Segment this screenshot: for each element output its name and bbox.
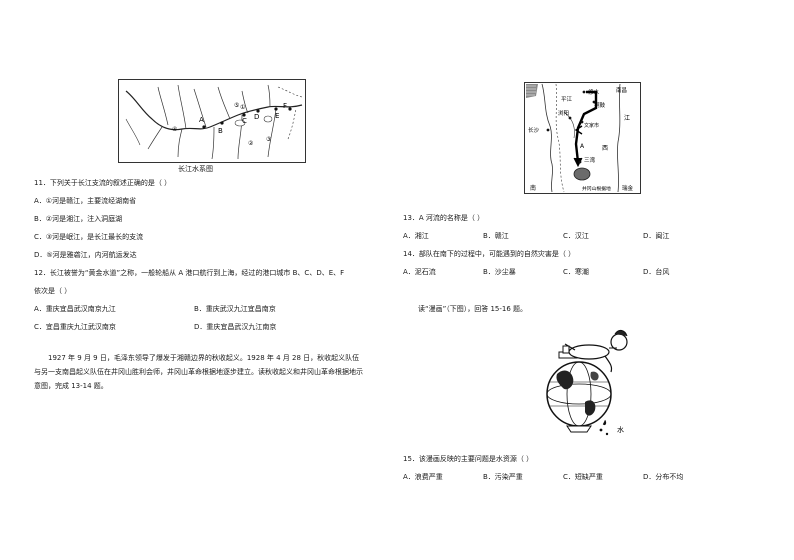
q12-option-b: B．重庆武汉九江宜昌南京 bbox=[194, 305, 276, 313]
q15-stem: 15．该漫画反映的主要问题是水资源（ ） bbox=[403, 455, 534, 463]
q15-16-intro: 读“漫画”（下图），回答 15-16 题。 bbox=[418, 305, 528, 313]
map2-label-xi: 西 bbox=[602, 145, 608, 152]
q14-option-c: C．寒潮 bbox=[563, 268, 589, 276]
q14-stem: 14．部队在南下的过程中，可能遇到的自然灾害是（ ） bbox=[403, 250, 576, 258]
cartoon-water-label: 水 bbox=[617, 425, 624, 434]
map1-label-d: D bbox=[254, 113, 259, 121]
q12-option-d: D．重庆宜昌武汉九江南京 bbox=[194, 323, 277, 331]
map2-label-ruijin: 瑞金 bbox=[622, 184, 634, 192]
q13-option-c: C．汉江 bbox=[563, 232, 589, 240]
q12-stem: 12．长江被誉为“黄金水道”之称，一般轮船从 A 港口航行到上海，经过的港口城市… bbox=[34, 269, 345, 277]
map2-label-nanchang: 南昌 bbox=[616, 86, 627, 94]
q15-option-c: C．短缺严重 bbox=[563, 473, 603, 481]
q12-option-a: A．重庆宜昌武汉南京九江 bbox=[34, 305, 116, 313]
q14-option-d: D．台风 bbox=[643, 268, 670, 276]
map1-label-f: F bbox=[283, 102, 287, 110]
map2-label-pingjiang: 平江 bbox=[561, 96, 573, 103]
q13-14-intro: 1927 年 9 月 9 日，毛泽东领导了爆发于湘赣边界的秋收起义。1928 年… bbox=[34, 354, 363, 390]
q11-option-d: D．⑤河是雅砻江，内河航运发达 bbox=[34, 251, 137, 259]
uprising-route-map: 平江 修水 铜鼓 浏阳 文家市 长沙 三湾 井冈山根据地 南昌 江 西 瑞金 南… bbox=[524, 82, 641, 194]
map2-label-xiushui: 修水 bbox=[588, 88, 600, 96]
map2-label-wenjiashi: 文家市 bbox=[584, 122, 599, 129]
map1-label-r4: ④ bbox=[172, 126, 177, 133]
map2-label-tonggu: 铜鼓 bbox=[594, 101, 606, 109]
q14-option-a: A．泥石流 bbox=[403, 268, 436, 276]
map1-label-a: A bbox=[199, 116, 204, 124]
map1-label-r2: ② bbox=[248, 140, 254, 147]
map2-label-liuyang: 浏阳 bbox=[558, 109, 569, 117]
map2-label-nan: 南 bbox=[530, 184, 536, 192]
map1-label-e: E bbox=[275, 112, 279, 120]
q13-stem: 13．A 河流的名称是（ ） bbox=[403, 214, 485, 222]
map1-label-c: C bbox=[242, 117, 247, 125]
q13-option-b: B．赣江 bbox=[483, 232, 509, 240]
map2-label-changsha: 长沙 bbox=[528, 126, 540, 134]
q15-option-d: D．分布不均 bbox=[643, 473, 684, 481]
q11-stem: 11．下列关于长江支流的叙述正确的是（ ） bbox=[34, 179, 172, 187]
q14-option-b: B．沙尘暴 bbox=[483, 268, 516, 276]
q12-stem-cont: 依次是（ ） bbox=[34, 287, 72, 295]
q11-option-a: A．①河是赣江，主要流经湖南省 bbox=[34, 197, 137, 205]
q11-option-b: B．②河是湘江，注入洞庭湖 bbox=[34, 215, 123, 223]
map2-label-jiang: 江 bbox=[624, 115, 630, 122]
q15-option-a: A．浪费严重 bbox=[403, 473, 443, 481]
q12-option-c: C．宜昌重庆九江武汉南京 bbox=[34, 323, 116, 331]
map2-label-jinggangshan: 井冈山根据地 bbox=[582, 185, 611, 192]
map1-label-r5: ⑤ bbox=[234, 102, 239, 109]
q13-option-d: D．闽江 bbox=[643, 232, 670, 240]
yangtze-river-map: A B C D E F ① ② ③ ④ ⑤ bbox=[118, 79, 306, 163]
q11-option-c: C．③河是岷江，是长江最长的支流 bbox=[34, 233, 144, 241]
map1-caption: 长江水系图 bbox=[178, 165, 213, 173]
map1-label-r3: ③ bbox=[266, 136, 271, 143]
map2-label-sanwan: 三湾 bbox=[584, 156, 596, 164]
q15-option-b: B．污染严重 bbox=[483, 473, 523, 481]
water-cartoon: 水 bbox=[535, 322, 635, 442]
map2-label-river-a: A bbox=[580, 143, 585, 150]
map1-label-b: B bbox=[218, 127, 223, 135]
map1-label-r1: ① bbox=[240, 104, 245, 111]
q13-option-a: A．湘江 bbox=[403, 232, 429, 240]
